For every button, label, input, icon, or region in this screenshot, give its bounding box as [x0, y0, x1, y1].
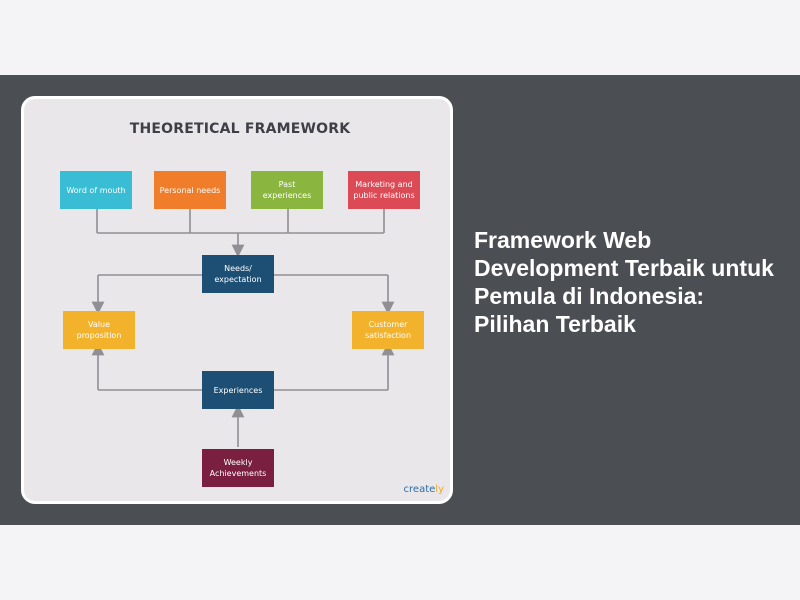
- framework-image-card[interactable]: THEORETICAL FRAMEWORK Word of mouth Pers…: [21, 96, 453, 504]
- node-label: Experiences: [213, 385, 263, 395]
- node-customer-satisfaction: Customer satisfaction: [352, 311, 424, 349]
- node-marketing-public-relations: Marketing and public relations: [348, 171, 420, 209]
- brand-suffix: ly: [435, 484, 444, 495]
- node-word-of-mouth: Word of mouth: [60, 171, 132, 209]
- article-headline[interactable]: Framework Web Development Terbaik untuk …: [474, 227, 774, 337]
- node-experiences: Experiences: [202, 371, 274, 409]
- node-needs-expectation: Needs/ expectation: [202, 255, 274, 293]
- node-label: Customer satisfaction: [364, 320, 412, 340]
- node-label: Marketing and public relations: [353, 180, 415, 200]
- framework-title: THEORETICAL FRAMEWORK: [129, 121, 351, 137]
- node-personal-needs: Personal needs: [154, 171, 226, 209]
- node-label: Value proposition: [76, 320, 122, 340]
- creately-logo: creately: [404, 484, 444, 495]
- node-label: Past experiences: [262, 180, 312, 200]
- node-weekly-achievements: Weekly Achievements: [202, 449, 274, 487]
- node-past-experiences: Past experiences: [251, 171, 323, 209]
- brand-prefix: create: [403, 484, 436, 495]
- connector-lines: [91, 209, 395, 447]
- node-label: Personal needs: [159, 185, 221, 195]
- node-label: Word of mouth: [66, 185, 126, 195]
- node-label: Weekly Achievements: [209, 458, 267, 478]
- node-label: Needs/ expectation: [214, 264, 262, 284]
- node-value-proposition: Value proposition: [63, 311, 135, 349]
